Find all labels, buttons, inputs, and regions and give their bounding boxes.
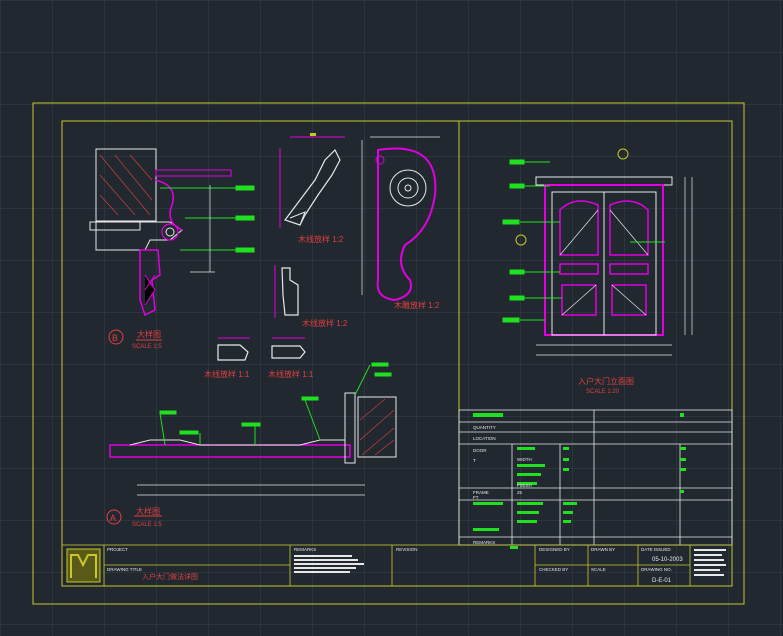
schedule-green-entries xyxy=(473,413,686,549)
frame-type: FT xyxy=(473,495,479,500)
detail-a-marker-letter: A xyxy=(110,513,116,523)
molding-3-label: 木线放样 1:1 xyxy=(204,369,250,379)
outer-sheet-border xyxy=(32,102,745,605)
checked-by-label: CHECKED BY xyxy=(539,567,568,572)
designed-by-label: DESIGNED BY xyxy=(539,547,570,552)
detail-a-scale: SCALE 1:5 xyxy=(132,522,162,528)
frame-label: FRAME xyxy=(473,490,489,495)
company-info xyxy=(694,549,726,576)
detail-b-marker-letter: B xyxy=(112,333,118,343)
quantity-label: QUANTITY xyxy=(473,425,496,430)
width-label: WIDTH xyxy=(517,457,532,462)
finish-label: FINISH xyxy=(517,483,532,488)
molding-4-label: 木线放样 1:1 xyxy=(268,369,314,379)
title-block xyxy=(61,544,733,587)
remarks-label: REMARKS xyxy=(294,547,316,552)
detail-b-marker xyxy=(108,329,124,345)
elevation-title: 入户大门立面图 xyxy=(578,376,634,386)
elevation-scale: SCALE 1:20 xyxy=(586,389,620,395)
detail-b-title: 大样图 xyxy=(137,329,161,339)
schedule-remarks-label: REMARKS xyxy=(473,540,495,545)
detail-b-section xyxy=(89,148,255,317)
frame-value: 25 xyxy=(517,490,523,495)
date-label: DATE ISSUED xyxy=(641,547,671,552)
drawn-by-label: DRAWN BY xyxy=(591,547,615,552)
molding-profile-1 xyxy=(279,133,345,228)
title-block-labels: PROJECT DRAWING TITLE REMARKS REVISION D… xyxy=(107,547,672,572)
molding-profile-2 xyxy=(274,265,299,318)
molding-profile-4 xyxy=(271,337,306,359)
detail-b-scale: SCALE 1:5 xyxy=(132,344,162,350)
molding-2-label: 木线放样 1:2 xyxy=(302,318,348,328)
drawing-title: 入户大门做法详图 xyxy=(142,572,198,581)
company-logo xyxy=(66,548,101,583)
scale-label: SCALE xyxy=(591,567,606,572)
remarks-notes xyxy=(294,555,364,573)
door-elevation xyxy=(502,148,693,356)
detail-a-section xyxy=(109,362,397,496)
revision-label: REVISION xyxy=(396,547,418,552)
drawing-title-label: DRAWING TITLE xyxy=(107,567,142,572)
carving-label: 木雕放样 1:2 xyxy=(394,300,440,310)
location-label: LOCATION xyxy=(473,436,496,441)
carving-profile xyxy=(361,136,440,302)
schedule-labels: QUANTITY LOCATION DOOR T WIDTH FINISH FR… xyxy=(473,425,532,545)
door-label: DOOR xyxy=(473,448,487,453)
molding-1-label: 木线放样 1:2 xyxy=(298,234,344,244)
molding-profile-3 xyxy=(217,337,250,361)
project-label: PROJECT xyxy=(107,547,128,552)
drawing-no-value: D-E-01 xyxy=(652,578,672,584)
detail-a-marker xyxy=(106,509,122,525)
door-type: T xyxy=(473,458,476,463)
drawing-no-label: DRAWING NO. xyxy=(641,567,672,572)
date-value: 05-10-2003 xyxy=(652,557,683,563)
door-schedule-table xyxy=(458,409,733,546)
inner-sheet-border xyxy=(61,120,733,587)
detail-a-title: 大样图 xyxy=(136,506,160,516)
